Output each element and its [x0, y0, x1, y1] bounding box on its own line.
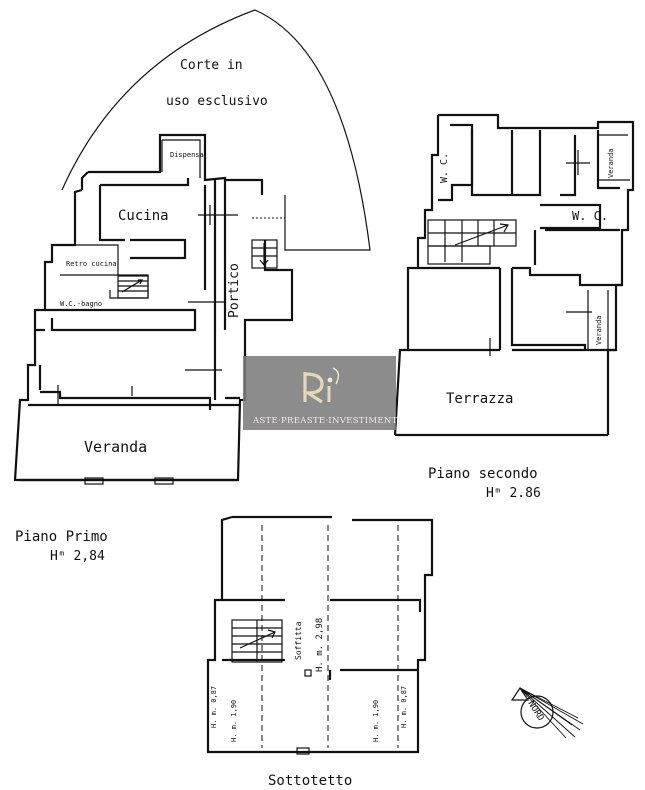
back-kitchen-walls — [56, 244, 149, 299]
courtyard-boundary — [61, 9, 371, 251]
attic-height-right-inner: H. m. 1,90 — [372, 700, 380, 742]
watermark-logo-icon — [302, 367, 340, 404]
first-floor-plan — [13, 9, 371, 485]
first-floor-stairs — [117, 275, 149, 299]
first-floor-height: Hᵐ 2,84 — [50, 549, 105, 564]
attic-stairs — [231, 619, 283, 663]
veranda-walls — [20, 403, 240, 482]
watermark-brand-text: ASTE·PREASTE·INVESTIMENTI — [252, 416, 401, 426]
terrace-label: Terrazza — [446, 391, 513, 407]
second-floor-veranda-bottom — [587, 290, 609, 350]
attic-height-center: H. m. 2,98 — [315, 618, 325, 672]
wc-vertical-label: W. C. — [439, 153, 450, 183]
second-floor-outer-wall — [393, 113, 635, 436]
second-floor-title: Piano secondo — [428, 466, 538, 482]
veranda-top-label: Veranda — [607, 148, 615, 178]
second-floor-stairs — [427, 219, 517, 265]
second-floor-mid-walls — [418, 228, 622, 350]
veranda-label: Veranda — [84, 438, 147, 456]
watermark-panel — [243, 356, 396, 430]
veranda-window-1 — [84, 477, 104, 485]
first-floor-outer-wall — [13, 133, 294, 482]
compass-rose: NORD — [510, 686, 584, 739]
attic-window-1 — [296, 747, 310, 755]
terrace-walls — [395, 348, 616, 437]
veranda-window-2 — [154, 477, 174, 485]
second-floor-height: Hᵐ 2.86 — [486, 486, 541, 501]
attic-plan — [206, 515, 434, 755]
kitchen-walls — [98, 178, 227, 400]
attic-height-left-outer: H. m. 0,87 — [210, 686, 218, 728]
watermark: ASTE·PREASTE·INVESTIMENTI — [243, 356, 401, 430]
back-kitchen-label: Retro cucina — [66, 260, 117, 268]
second-floor-veranda-top — [598, 134, 630, 181]
courtyard-label-2: uso esclusivo — [166, 94, 268, 109]
portico-label: Portico — [227, 263, 242, 318]
first-floor-title: Piano Primo — [15, 529, 108, 545]
second-floor-upper-rooms — [470, 130, 620, 230]
pantry-walls — [161, 139, 201, 178]
courtyard-label-1: Corte in — [180, 58, 243, 73]
attic-height-left-inner: H. m. 1,90 — [230, 700, 238, 742]
kitchen-label: Cucina — [118, 208, 169, 224]
attic-inner-walls — [222, 598, 422, 680]
bathroom-label: W.C.-bagno — [60, 300, 102, 308]
wc-label: W. C. — [572, 209, 608, 223]
attic-chimney — [304, 669, 312, 677]
attic-soffitta-label: Soffitta — [294, 621, 303, 660]
attic-height-right-outer: H. m. 0,87 — [400, 686, 408, 728]
main-room-wall — [38, 365, 240, 410]
veranda-bottom-label: Veranda — [595, 315, 603, 345]
second-floor-wc-column — [438, 123, 474, 202]
pantry-label: Dispensa — [170, 151, 204, 159]
attic-outer-wall — [206, 515, 434, 754]
attic-title: Sottotetto — [268, 773, 352, 789]
bathroom-walls — [35, 308, 197, 332]
compass-north-label: NORD — [525, 699, 545, 723]
second-floor-plan — [393, 113, 635, 437]
portico-stairs — [251, 239, 278, 269]
portico-dotted-outline — [252, 217, 286, 245]
